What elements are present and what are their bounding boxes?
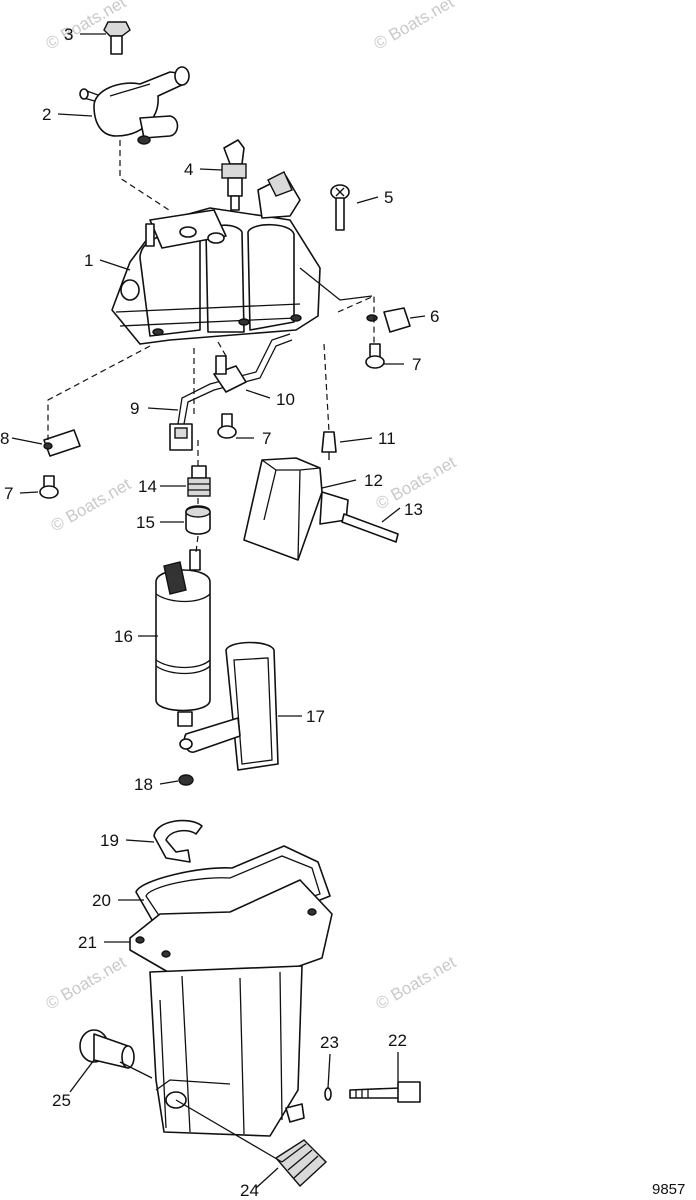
fuel-fitting-drawing	[221, 139, 247, 211]
callout-1: 1	[84, 251, 93, 270]
callout-7a: 7	[412, 355, 421, 374]
callout-21: 21	[78, 933, 97, 952]
callout-23: 23	[320, 1033, 339, 1052]
callout-12: 12	[364, 471, 383, 490]
callout-18: 18	[134, 775, 153, 794]
watermark-5: © Boats.net	[43, 952, 130, 1013]
hose-fitting-drawing	[274, 1139, 328, 1188]
sleeve-drawing	[185, 505, 211, 535]
callout-20: 20	[92, 891, 111, 910]
plug-drawing	[79, 1029, 135, 1069]
callout-14: 14	[138, 477, 157, 496]
pump-holder-drawing	[153, 819, 203, 863]
callout-19: 19	[100, 831, 119, 850]
watermark-3: © Boats.net	[48, 474, 135, 535]
callout-6: 6	[430, 307, 439, 326]
callout-3: 3	[64, 25, 73, 44]
callout-7c: 7	[4, 484, 13, 503]
callout-9: 9	[130, 399, 139, 418]
callout-5: 5	[384, 188, 393, 207]
callout-7b: 7	[262, 429, 271, 448]
grommet-fitting-drawing	[187, 465, 211, 497]
callout-15: 15	[136, 513, 155, 532]
callout-2: 2	[42, 105, 51, 124]
callout-11: 11	[378, 429, 396, 448]
callout-13: 13	[404, 500, 423, 519]
cover-screw-drawing	[330, 184, 350, 231]
retainer-plate-drawing	[43, 429, 81, 457]
screws-7-drawing	[39, 343, 385, 499]
washer-drawing	[178, 738, 194, 786]
fuel-housing-drawing	[129, 845, 333, 1137]
callout-labels: 3 2 4 5 1 6 7 10 9 7 11 8 12 14 7 13 15 …	[0, 25, 685, 1200]
watermark-2: © Boats.net	[371, 0, 458, 53]
callout-8: 8	[0, 429, 9, 448]
watermark-6: © Boats.net	[373, 952, 460, 1013]
callout-16: 16	[114, 627, 133, 646]
wire-harness-drawing	[169, 333, 293, 451]
callout-10: 10	[276, 390, 295, 409]
fuse-terminal-drawing	[321, 431, 337, 460]
boot-cover-drawing	[243, 457, 399, 561]
pressure-regulator-drawing	[79, 66, 190, 145]
pump-filter-drawing	[183, 641, 279, 771]
callout-24: 24	[240, 1181, 259, 1200]
fuel-housing-cover-drawing	[111, 171, 373, 345]
regulator-screw-drawing	[103, 21, 131, 55]
callout-17: 17	[306, 707, 325, 726]
figure-number: 9857	[652, 1181, 685, 1198]
bracket-clip-drawing	[366, 307, 411, 333]
drain-screw-drawing	[324, 1081, 421, 1103]
leader-lines	[11, 33, 426, 1189]
callout-22: 22	[388, 1031, 407, 1050]
callout-4: 4	[184, 160, 193, 179]
fuel-pump-drawing	[155, 549, 211, 727]
callout-25: 25	[52, 1091, 71, 1110]
